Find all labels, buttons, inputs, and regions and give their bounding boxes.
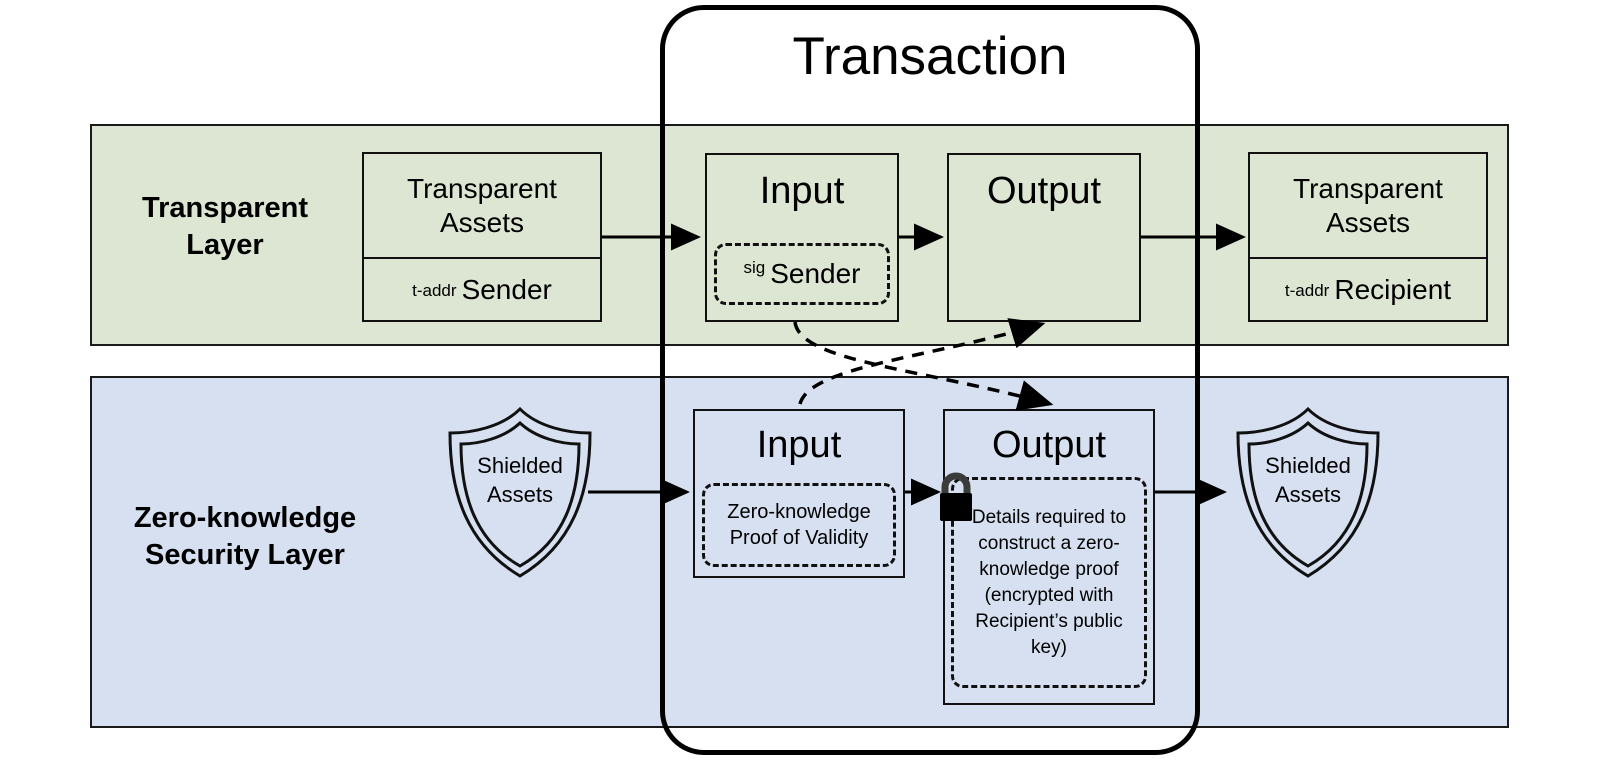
shielded-assets-right-line2: Assets bbox=[1274, 482, 1342, 507]
shielded-assets-right-line1: Shielded bbox=[1265, 453, 1351, 478]
zk-proof-line1: Zero-knowledge bbox=[727, 501, 871, 523]
transparent-output-box[interactable]: Output bbox=[947, 153, 1141, 322]
zero-knowledge-layer-label: Zero-knowledge Security Layer bbox=[95, 500, 395, 574]
zk-output-details-pill: Details required to construct a zero-kno… bbox=[951, 477, 1147, 688]
zk-layer-label-line1: Zero-knowledge bbox=[133, 502, 357, 534]
transparent-assets-recipient-title-line1: Transparent bbox=[1293, 172, 1443, 204]
transparent-assets-sender-title: Transparent Assets bbox=[364, 154, 600, 259]
t-addr-prefix-recipient: t-addr bbox=[1284, 280, 1330, 300]
transparent-input-box[interactable]: Input bbox=[705, 153, 899, 322]
zk-input-box[interactable]: Input bbox=[693, 409, 905, 578]
transparent-assets-sender-box[interactable]: Transparent Assets t-addr Sender bbox=[362, 152, 602, 322]
shield-icon bbox=[1236, 406, 1380, 578]
transparent-assets-recipient-box[interactable]: Transparent Assets t-addr Recipient bbox=[1248, 152, 1488, 322]
zk-proof-line2: Proof of Validity bbox=[729, 527, 869, 549]
transparent-layer-label-line1: Transparent bbox=[142, 192, 308, 224]
t-addr-role-recipient: Recipient bbox=[1334, 274, 1452, 305]
sig-sender-label: Sender bbox=[770, 258, 861, 289]
transparent-assets-sender-title-line2: Assets bbox=[439, 206, 525, 238]
zk-layer-label-line2: Security Layer bbox=[145, 539, 345, 571]
transparent-input-title: Input bbox=[759, 170, 845, 212]
zk-output-title: Output bbox=[991, 424, 1107, 466]
transparent-layer-label: Transparent Layer bbox=[100, 190, 350, 264]
zk-input-proof-pill: Zero-knowledge Proof of Validity bbox=[702, 483, 896, 567]
transparent-assets-recipient-address: t-addr Recipient bbox=[1250, 259, 1486, 321]
transparent-output-title: Output bbox=[986, 170, 1102, 212]
shielded-assets-right-text: Shielded Assets bbox=[1228, 451, 1388, 509]
shielded-assets-right[interactable]: Shielded Assets bbox=[1228, 405, 1388, 580]
transparent-assets-recipient-title: Transparent Assets bbox=[1250, 154, 1486, 259]
sig-prefix: sig bbox=[743, 257, 766, 277]
transparent-assets-sender-title-line1: Transparent bbox=[407, 172, 557, 204]
shielded-assets-left-line2: Assets bbox=[486, 482, 554, 507]
transparent-assets-recipient-title-line2: Assets bbox=[1325, 206, 1411, 238]
t-addr-prefix-sender: t-addr bbox=[412, 280, 457, 300]
lock-icon bbox=[940, 472, 972, 521]
zero-knowledge-layer-panel bbox=[90, 376, 1509, 728]
transparent-assets-sender-address: t-addr Sender bbox=[364, 259, 600, 321]
transaction-title: Transaction bbox=[792, 27, 1068, 86]
shielded-assets-left-text: Shielded Assets bbox=[440, 451, 600, 509]
t-addr-role-sender: Sender bbox=[461, 274, 552, 305]
shielded-assets-left-line1: Shielded bbox=[477, 453, 563, 478]
transparent-layer-panel bbox=[90, 124, 1509, 346]
transparent-layer-label-line2: Layer bbox=[186, 229, 264, 261]
zk-output-details-text: Details required to construct a zero-kno… bbox=[971, 506, 1127, 658]
zk-input-title: Input bbox=[756, 424, 842, 466]
shield-icon bbox=[448, 406, 592, 578]
shielded-assets-left[interactable]: Shielded Assets bbox=[440, 405, 600, 580]
